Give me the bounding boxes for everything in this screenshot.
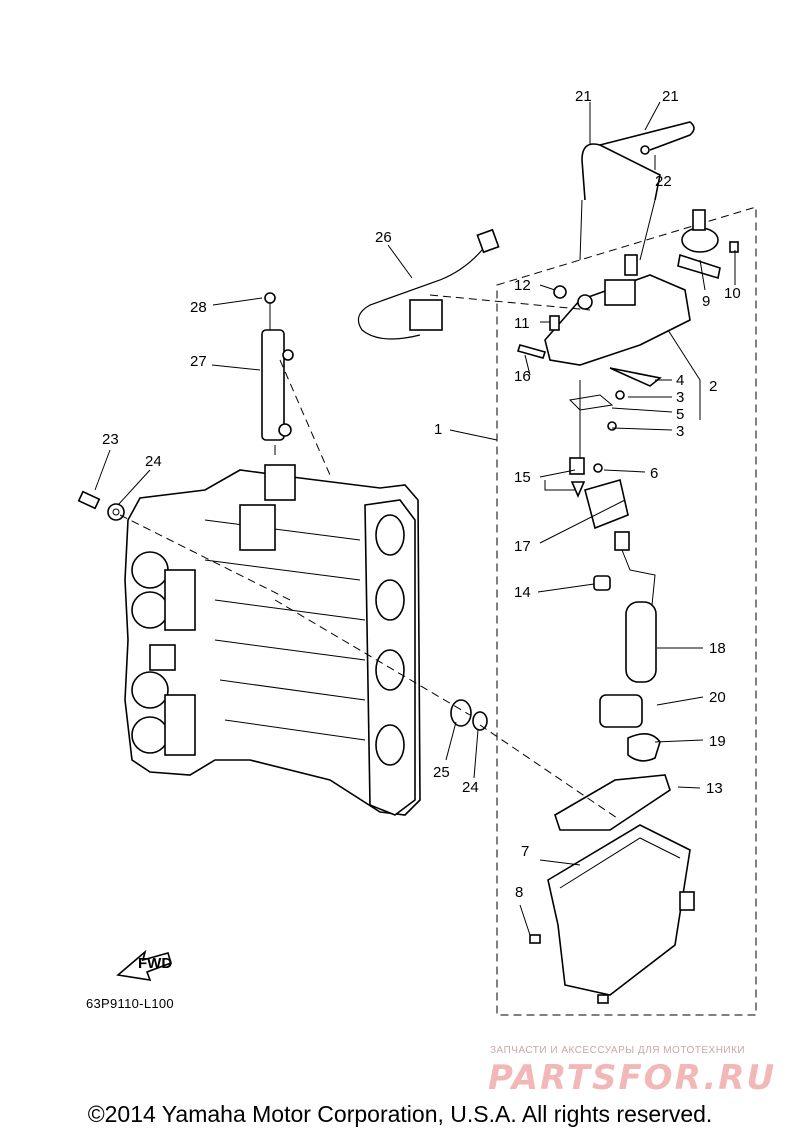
callout-24a: 24 [145,453,162,470]
callout-20: 20 [709,689,726,706]
wiring-harness [357,228,500,340]
callout-12: 12 [514,277,531,294]
fuel-rail [261,292,294,455]
leader-lines [94,101,736,936]
callout-4: 4 [676,372,684,389]
gasket [554,774,671,831]
callout-2: 2 [709,378,717,395]
callout-17: 17 [514,538,531,555]
callout-6: 6 [650,465,658,482]
intake-manifold [124,464,421,816]
callout-18: 18 [709,640,726,657]
separator-cover [516,254,691,366]
callout-9: 9 [702,293,710,310]
callout-24b: 24 [462,779,479,796]
callout-5: 5 [676,406,684,423]
reference-lines [119,294,621,821]
callout-3b: 3 [676,423,684,440]
callout-25: 25 [433,764,450,781]
callout-23: 23 [102,431,119,448]
callout-22: 22 [655,173,672,190]
fuel-pump [593,531,657,683]
watermark-logo: PARTSFOR.RU [488,1058,777,1098]
callout-16: 16 [514,368,531,385]
watermark-tagline: ЗАПЧАСТИ И АКСЕССУАРЫ ДЛЯ МОТОТЕХНИКИ [490,1045,746,1056]
callout-14: 14 [514,584,531,601]
callout-3a: 3 [676,389,684,406]
float-chamber [529,824,695,1004]
callout-26: 26 [375,229,392,246]
copyright-notice: ©2014 Yamaha Motor Corporation, U.S.A. A… [87,1101,713,1127]
callout-7: 7 [521,843,529,860]
assembly-boundary [496,206,757,1016]
fuel-filter [584,478,629,530]
callout-13: 13 [706,780,723,797]
fwd-label: FWD [138,955,172,972]
forward-arrow-icon: FWD [116,949,172,982]
float-parts [568,367,662,499]
callout-27: 27 [190,353,207,370]
fuel-hoses [579,121,695,261]
callout-15: 15 [514,469,531,486]
callout-21a: 21 [575,88,592,105]
callout-1: 1 [434,421,442,438]
callout-8: 8 [515,884,523,901]
callout-11: 11 [514,315,530,332]
callout-19: 19 [709,733,726,750]
pressure-regulator [677,209,739,280]
callout-28: 28 [190,299,207,316]
bolt-and-washer-left [77,490,125,521]
callout-10: 10 [724,285,741,302]
callout-21b: 21 [662,88,679,105]
pump-holder-parts [599,694,661,762]
drawing-code: 63P9110-L100 [86,996,174,1011]
callout-labels: 1 2 3 3 4 5 6 7 8 9 10 11 12 13 14 15 16… [102,88,741,901]
